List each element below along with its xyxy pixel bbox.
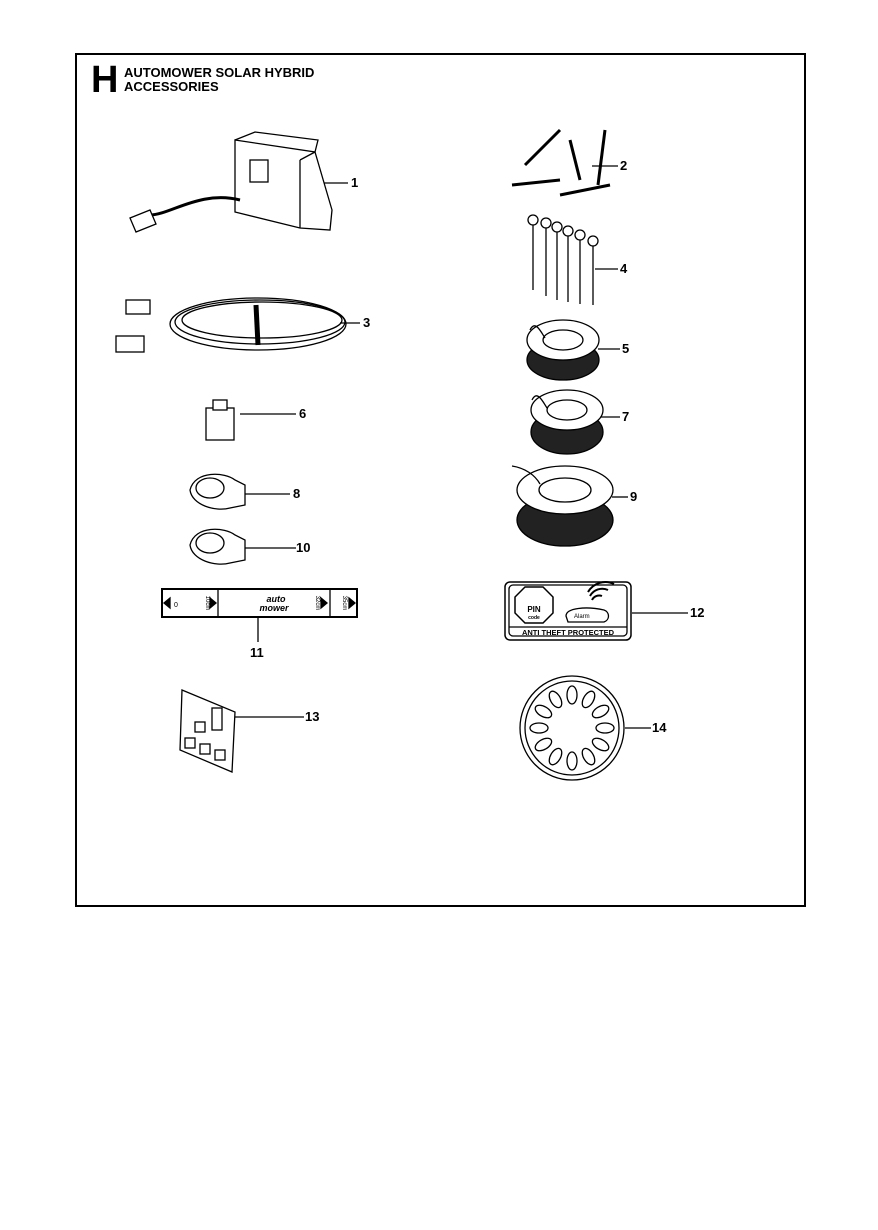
circuit-board-drawing — [179, 689, 236, 773]
template-label-32: 32cm — [314, 596, 320, 611]
measuring-template-drawing: 0 10cm auto mower 32cm 35cm — [161, 588, 358, 618]
callout-1: 1 — [351, 175, 359, 190]
disc-slot — [548, 690, 563, 709]
disc-slot — [581, 747, 596, 766]
coupler-8-drawing — [189, 473, 246, 510]
callout-3: 3 — [363, 315, 371, 330]
boundary-wire-spool-9 — [511, 465, 614, 547]
disc-slot — [534, 704, 553, 719]
section-letter: H — [91, 59, 119, 101]
section-title-line1: AUTOMOWER SOLAR HYBRID — [124, 65, 315, 80]
boundary-wire-spool-5 — [526, 319, 600, 381]
callout-9: 9 — [630, 489, 638, 504]
disc-slot — [595, 722, 615, 734]
coupler-10-drawing — [189, 528, 246, 565]
callout-14: 14 — [652, 720, 667, 735]
boundary-wire-spool-7 — [530, 389, 604, 455]
rubber-disc-drawing — [519, 675, 625, 781]
sticker-code-text: code — [528, 615, 540, 621]
callout-7: 7 — [622, 409, 630, 424]
callout-12: 12 — [690, 605, 705, 620]
template-brand-line1: auto — [267, 594, 287, 604]
diagram-frame — [75, 53, 806, 907]
template-label-10: 10cm — [204, 596, 210, 611]
disc-slot — [529, 722, 549, 734]
callout-2: 2 — [620, 158, 628, 173]
sticker-alarm-text: Alarm — [574, 614, 590, 620]
callout-6: 6 — [299, 406, 307, 421]
disc-slot — [591, 704, 610, 719]
callout-8: 8 — [293, 486, 301, 501]
template-brand-line2: mower — [259, 603, 289, 613]
sticker-caption: ANTI THEFT PROTECTED — [522, 628, 615, 637]
callout-13: 13 — [305, 709, 320, 724]
pegs-drawing — [511, 128, 611, 197]
leader-lines — [225, 165, 688, 729]
disc-slot — [548, 747, 563, 766]
power-supply-drawing — [129, 131, 333, 233]
callout-10: 10 — [296, 540, 311, 555]
anti-theft-sticker-drawing: PIN code Alarm ANTI THEFT PROTECTED — [504, 581, 632, 641]
template-label-0: 0 — [174, 602, 178, 609]
callout-4: 4 — [620, 261, 628, 276]
low-voltage-cable-drawing — [115, 297, 347, 353]
disc-slot — [566, 685, 578, 705]
disc-slot — [566, 751, 578, 771]
callout-11: 11 — [250, 645, 264, 660]
disc-slot — [581, 690, 596, 709]
template-label-35: 35cm — [341, 596, 347, 611]
disc-slot — [591, 737, 610, 752]
wire-connector-drawing — [205, 399, 235, 441]
disc-slot — [534, 737, 553, 752]
callout-5: 5 — [622, 341, 630, 356]
section-title-line2: ACCESSORIES — [124, 79, 219, 94]
sticker-pin-text: PIN — [527, 605, 541, 614]
charging-station-screws-drawing — [527, 214, 599, 305]
